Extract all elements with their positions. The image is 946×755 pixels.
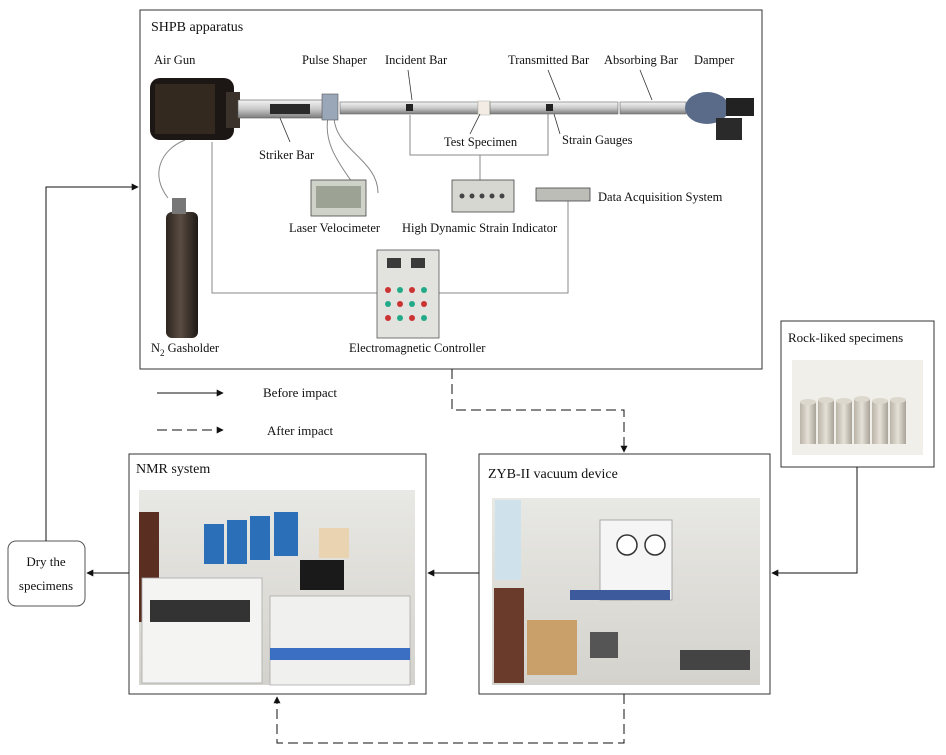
strain-gauges-label: Strain Gauges [562, 133, 633, 147]
data-acquisition-photo [535, 187, 591, 202]
gasholder-label: N2 Gasholder [151, 341, 220, 358]
absorbing-bar-photo [619, 101, 687, 115]
flow-arrows [45, 183, 858, 744]
striker-bar-photo [237, 99, 325, 119]
vacuum-panel: ZYB-II vacuum device [478, 453, 771, 695]
arrow-vacuum-to-nmr-bottom [273, 694, 625, 744]
dry-specimens-box: Dry the specimens [7, 540, 86, 607]
controller-label: Electromagnetic Controller [349, 341, 486, 355]
vacuum-title: ZYB-II vacuum device [488, 467, 618, 482]
test-specimen-label: Test Specimen [444, 135, 518, 149]
strain-gauge-2 [546, 104, 553, 111]
pulse-shaper-photo [321, 93, 339, 121]
rock-specimens-photo [800, 396, 906, 444]
arrow-dry-to-shpb [45, 183, 139, 541]
dry-specimens-line1: Dry the [26, 554, 66, 569]
incident-bar-label: Incident Bar [385, 53, 448, 67]
arrow-rock-to-vacuum [771, 467, 858, 577]
dry-specimens-line2: specimens [19, 578, 73, 593]
gasholder-photo [166, 198, 198, 338]
transmitted-bar-photo [489, 101, 619, 115]
damper-label: Damper [694, 53, 735, 67]
legend-before-label: Before impact [263, 385, 337, 400]
shpb-panel: SHPB apparatus Air Gun Striker Bar Pulse… [139, 9, 763, 370]
striker-bar-label: Striker Bar [259, 148, 315, 162]
laser-velocimeter-label: Laser Velocimeter [289, 221, 381, 235]
gasholder-label-subscript: 2 [160, 348, 165, 358]
controller-photo [376, 249, 440, 339]
arrow-shpb-to-vacuum [451, 369, 628, 453]
absorbing-bar-label: Absorbing Bar [604, 53, 679, 67]
nmr-title: NMR system [136, 462, 210, 477]
damper-photo [685, 92, 754, 140]
pulse-shaper-label: Pulse Shaper [302, 53, 368, 67]
shpb-title: SHPB apparatus [151, 20, 243, 35]
strain-gauge-1 [406, 104, 413, 111]
legend: Before impact After impact [157, 385, 337, 438]
air-gun-label: Air Gun [154, 53, 196, 67]
strain-indicator-label: High Dynamic Strain Indicator [402, 221, 558, 235]
laser-velocimeter-photo [310, 179, 367, 217]
nmr-panel: NMR system [128, 453, 427, 695]
strain-indicator-photo [451, 179, 515, 213]
legend-after-label: After impact [267, 423, 333, 438]
air-gun-photo [150, 78, 240, 140]
gasholder-label-suffix: Gasholder [165, 341, 220, 355]
transmitted-bar-label: Transmitted Bar [508, 53, 590, 67]
data-acquisition-label: Data Acquisition System [598, 190, 723, 204]
nmr-photo [139, 490, 415, 686]
rock-specimens-title: Rock-liked specimens [788, 330, 903, 345]
gasholder-label-prefix: N [151, 341, 160, 355]
vacuum-photo [492, 498, 760, 685]
test-specimen-photo [477, 100, 491, 116]
rock-specimens-panel: Rock-liked specimens [780, 320, 935, 468]
